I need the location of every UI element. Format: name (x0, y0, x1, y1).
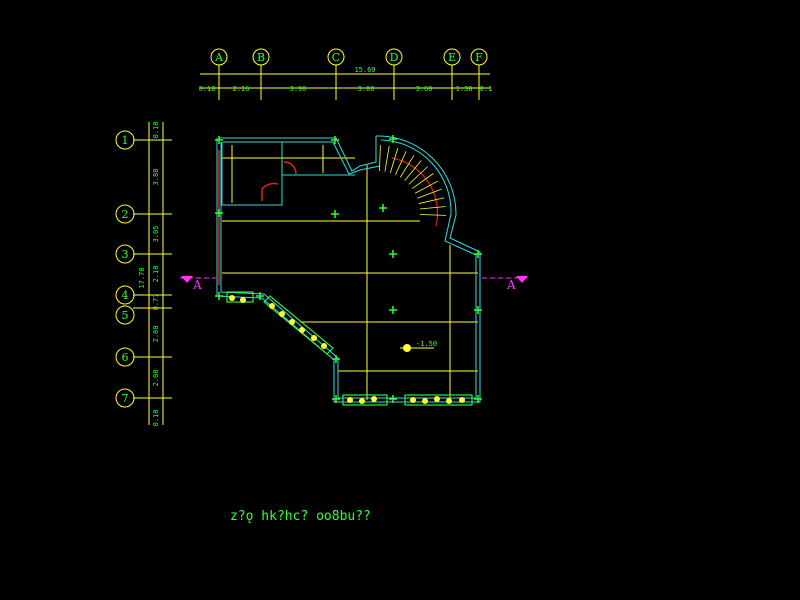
axis-label-e: E (448, 51, 456, 64)
axis-label-7: 7 (122, 392, 129, 405)
stair-tread (379, 145, 381, 172)
top-total-dimension: 15.69 (354, 66, 375, 74)
axis-label-2: 2 (122, 208, 129, 221)
door-swing (261, 182, 279, 201)
plant-icon (347, 397, 353, 403)
stair-tread (395, 150, 407, 175)
plant-icon (299, 327, 305, 333)
axis-label-b: B (257, 51, 265, 64)
left-axis-labels: 1 2 3 4 5 6 7 17.70 0.10 3.88 3.05 2.10 … (122, 122, 161, 427)
left-axis (115, 122, 172, 425)
top-dimension: 3.90 (290, 85, 307, 93)
column-cross-icon (215, 209, 223, 217)
column-cross-icon (474, 306, 482, 314)
column-cross-icon (389, 395, 397, 403)
column-cross-icon (389, 250, 397, 258)
stair-tread (414, 180, 439, 194)
drawing-title: z?ǫ hk?hc? oo8bu?? (230, 509, 371, 524)
plant-icon (240, 297, 246, 303)
axis-label-c: C (332, 51, 340, 64)
plant-icon (434, 396, 440, 402)
section-label-left: A (192, 278, 202, 292)
top-dimension: 3.60 (416, 85, 433, 93)
red-wall-segment (218, 150, 297, 285)
door-swing (283, 161, 297, 175)
top-dimension: 0.10 (199, 85, 216, 93)
column-cross-icon (332, 395, 340, 403)
axis-label-d: D (390, 51, 399, 64)
section-marks: A A (180, 276, 528, 292)
stair-tread (418, 197, 445, 204)
stair-tread (419, 206, 446, 210)
axis-label-6: 6 (122, 351, 129, 364)
plant-icon (371, 396, 377, 402)
top-dimension: 3.00 (358, 85, 375, 93)
column-cross-icon (215, 292, 223, 300)
top-dimension: 0.1 (480, 85, 493, 93)
left-total-dimension: 17.70 (138, 267, 146, 288)
axis-label-1: 1 (122, 134, 129, 147)
left-dimension: 2.80 (152, 326, 160, 343)
column-cross-icon (331, 136, 339, 144)
plant-icon (311, 335, 317, 341)
left-dimension: 2.08 (152, 370, 160, 387)
top-axis (200, 48, 490, 100)
level-marker: -1.50 (400, 340, 437, 352)
stair-tread (419, 214, 446, 216)
stair-tread (384, 145, 390, 172)
plant-icon (321, 343, 327, 349)
axis-label-f: F (475, 51, 483, 64)
column-cross-icon (379, 204, 387, 212)
plant-icon (422, 398, 428, 404)
left-dimension: 0.77 (152, 294, 160, 311)
column-cross-icon (389, 306, 397, 314)
stair-tread (389, 147, 399, 173)
plant-icon (446, 398, 452, 404)
left-dimension: 3.05 (152, 226, 160, 243)
plant-icon (229, 295, 235, 301)
top-axis-labels: A B C D E F 15.69 0.10 2.16 3.90 3.00 3.… (199, 51, 493, 93)
left-dimension: 3.88 (152, 169, 160, 186)
stair-tread (417, 188, 442, 199)
stair-tread (408, 166, 429, 185)
planter-plants (229, 295, 465, 404)
axis-label-a: A (214, 51, 224, 64)
level-mark-text: -1.50 (416, 340, 437, 348)
spiral-stair (379, 145, 446, 227)
axis-label-4: 4 (122, 289, 129, 302)
top-dimension: 2.16 (233, 85, 250, 93)
column-cross-icon (474, 250, 482, 258)
column-cross-icon (215, 136, 223, 144)
section-label-right: A (506, 278, 516, 292)
axis-label-3: 3 (122, 248, 129, 261)
plant-icon (410, 397, 416, 403)
plant-icon (279, 311, 285, 317)
exterior-walls (216, 135, 481, 403)
plant-icon (459, 397, 465, 403)
left-dimension: 0.10 (152, 410, 160, 427)
stair-tread (411, 173, 434, 189)
column-cross-icon (474, 395, 482, 403)
column-cross-icon (331, 210, 339, 218)
stair-tread (404, 160, 422, 181)
windows (226, 291, 473, 406)
stair-tread (399, 155, 415, 178)
column-cross-icon (256, 292, 264, 300)
left-dimension: 0.10 (152, 122, 160, 139)
axis-label-5: 5 (122, 309, 129, 322)
plant-icon (289, 319, 295, 325)
column-cross-icon (332, 355, 340, 363)
plant-icon (359, 398, 365, 404)
plant-icon (269, 303, 275, 309)
left-dimension: 2.10 (152, 266, 160, 283)
top-dimension: 1.38 (456, 85, 473, 93)
column-cross-icon (389, 135, 397, 143)
column-markers (215, 135, 482, 403)
interior-dimension-lines (222, 145, 478, 400)
